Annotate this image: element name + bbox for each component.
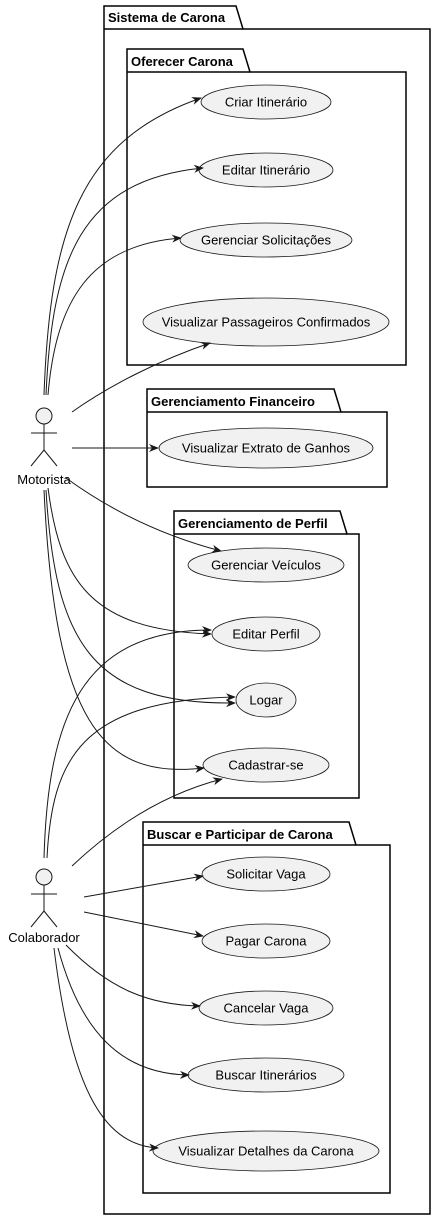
usecase-pagar-carona: Pagar Carona bbox=[201, 923, 331, 959]
usecase-label: Pagar Carona bbox=[226, 934, 308, 949]
assoc-visualizar-detalhes bbox=[53, 947, 159, 1152]
usecase-editar-itinerario: Editar Itinerário bbox=[198, 152, 334, 188]
assoc-logar-motorista bbox=[45, 489, 236, 708]
usecase-cadastrar: Cadastrar-se bbox=[202, 747, 330, 783]
usecase-editar-perfil: Editar Perfil bbox=[211, 616, 321, 652]
usecase-label: Editar Perfil bbox=[232, 627, 299, 642]
package-buscar-participar: Buscar e Participar de Carona bbox=[142, 821, 391, 1194]
assoc-editar-itinerario bbox=[45, 164, 204, 396]
assoc-gerenciar-solicitacoes bbox=[47, 234, 182, 396]
system-title: Sistema de Carona bbox=[108, 10, 226, 25]
actor-label: Motorista bbox=[17, 472, 71, 487]
package-gerenciamento-perfil: Gerenciamento de Perfil bbox=[173, 510, 360, 799]
assoc-solicitar-vaga bbox=[83, 873, 204, 898]
package-oferecer-carona: Oferecer Carona bbox=[126, 48, 407, 366]
assoc-editar-perfil-motorista bbox=[47, 487, 212, 638]
usecase-label: Visualizar Detalhes da Carona bbox=[178, 1144, 354, 1159]
assoc-logar-colaborador bbox=[46, 693, 236, 859]
assoc-cancelar-vaga bbox=[65, 944, 201, 1010]
assoc-gerenciar-veiculos bbox=[65, 477, 222, 553]
assoc-buscar-itinerarios bbox=[57, 947, 190, 1079]
usecase-visualizar-extrato: Visualizar Extrato de Ganhos bbox=[158, 427, 374, 469]
assoc-cadastrar-colaborador bbox=[71, 777, 223, 867]
package-gerenciamento-financeiro: Gerenciamento Financeiro bbox=[146, 388, 388, 488]
usecase-solicitar-vaga: Solicitar Vaga bbox=[201, 856, 331, 892]
usecase-label: Buscar Itinerários bbox=[215, 1068, 317, 1083]
colaborador-associations bbox=[43, 626, 236, 1152]
motorista-associations bbox=[43, 97, 236, 773]
usecase-label: Criar Itinerário bbox=[225, 95, 307, 110]
package-title: Oferecer Carona bbox=[131, 54, 234, 69]
usecase-label: Visualizar Extrato de Ganhos bbox=[182, 441, 351, 456]
actor-colaborador: Colaborador bbox=[8, 868, 80, 945]
assoc-pagar-carona bbox=[83, 911, 204, 939]
usecase-visualizar-passageiros: Visualizar Passageiros Confirmados bbox=[142, 297, 390, 347]
usecase-cancelar-vaga: Cancelar Vaga bbox=[198, 990, 334, 1026]
assoc-visualizar-passageiros bbox=[71, 342, 211, 413]
actor-label: Colaborador bbox=[8, 930, 80, 945]
usecase-label: Gerenciar Veículos bbox=[211, 558, 321, 573]
assoc-criar-itinerario bbox=[43, 97, 202, 396]
usecase-label: Cancelar Vaga bbox=[223, 1001, 309, 1016]
usecase-label: Solicitar Vaga bbox=[226, 867, 306, 882]
usecase-label: Gerenciar Solicitações bbox=[201, 233, 332, 248]
usecase-visualizar-detalhes: Visualizar Detalhes da Carona bbox=[152, 1130, 380, 1172]
usecase-label: Visualizar Passageiros Confirmados bbox=[162, 315, 371, 330]
package-title: Gerenciamento de Perfil bbox=[178, 516, 328, 531]
usecase-label: Cadastrar-se bbox=[228, 758, 303, 773]
usecase-buscar-itinerarios: Buscar Itinerários bbox=[187, 1057, 345, 1093]
system-boundary: Sistema de Carona bbox=[103, 5, 431, 1215]
usecase-gerenciar-solicitacoes: Gerenciar Solicitações bbox=[179, 222, 353, 258]
actor-motorista: Motorista bbox=[17, 407, 71, 487]
usecase-label: Editar Itinerário bbox=[222, 163, 310, 178]
assoc-cadastrar-motorista bbox=[43, 489, 205, 773]
usecase-gerenciar-veiculos: Gerenciar Veículos bbox=[187, 547, 345, 583]
package-title: Gerenciamento Financeiro bbox=[151, 394, 315, 409]
usecase-label: Logar bbox=[249, 693, 283, 708]
usecase-criar-itinerario: Criar Itinerário bbox=[200, 84, 332, 120]
usecase-logar: Logar bbox=[235, 682, 297, 718]
assoc-editar-perfil-colaborador bbox=[43, 626, 212, 859]
package-title: Buscar e Participar de Carona bbox=[147, 827, 333, 842]
